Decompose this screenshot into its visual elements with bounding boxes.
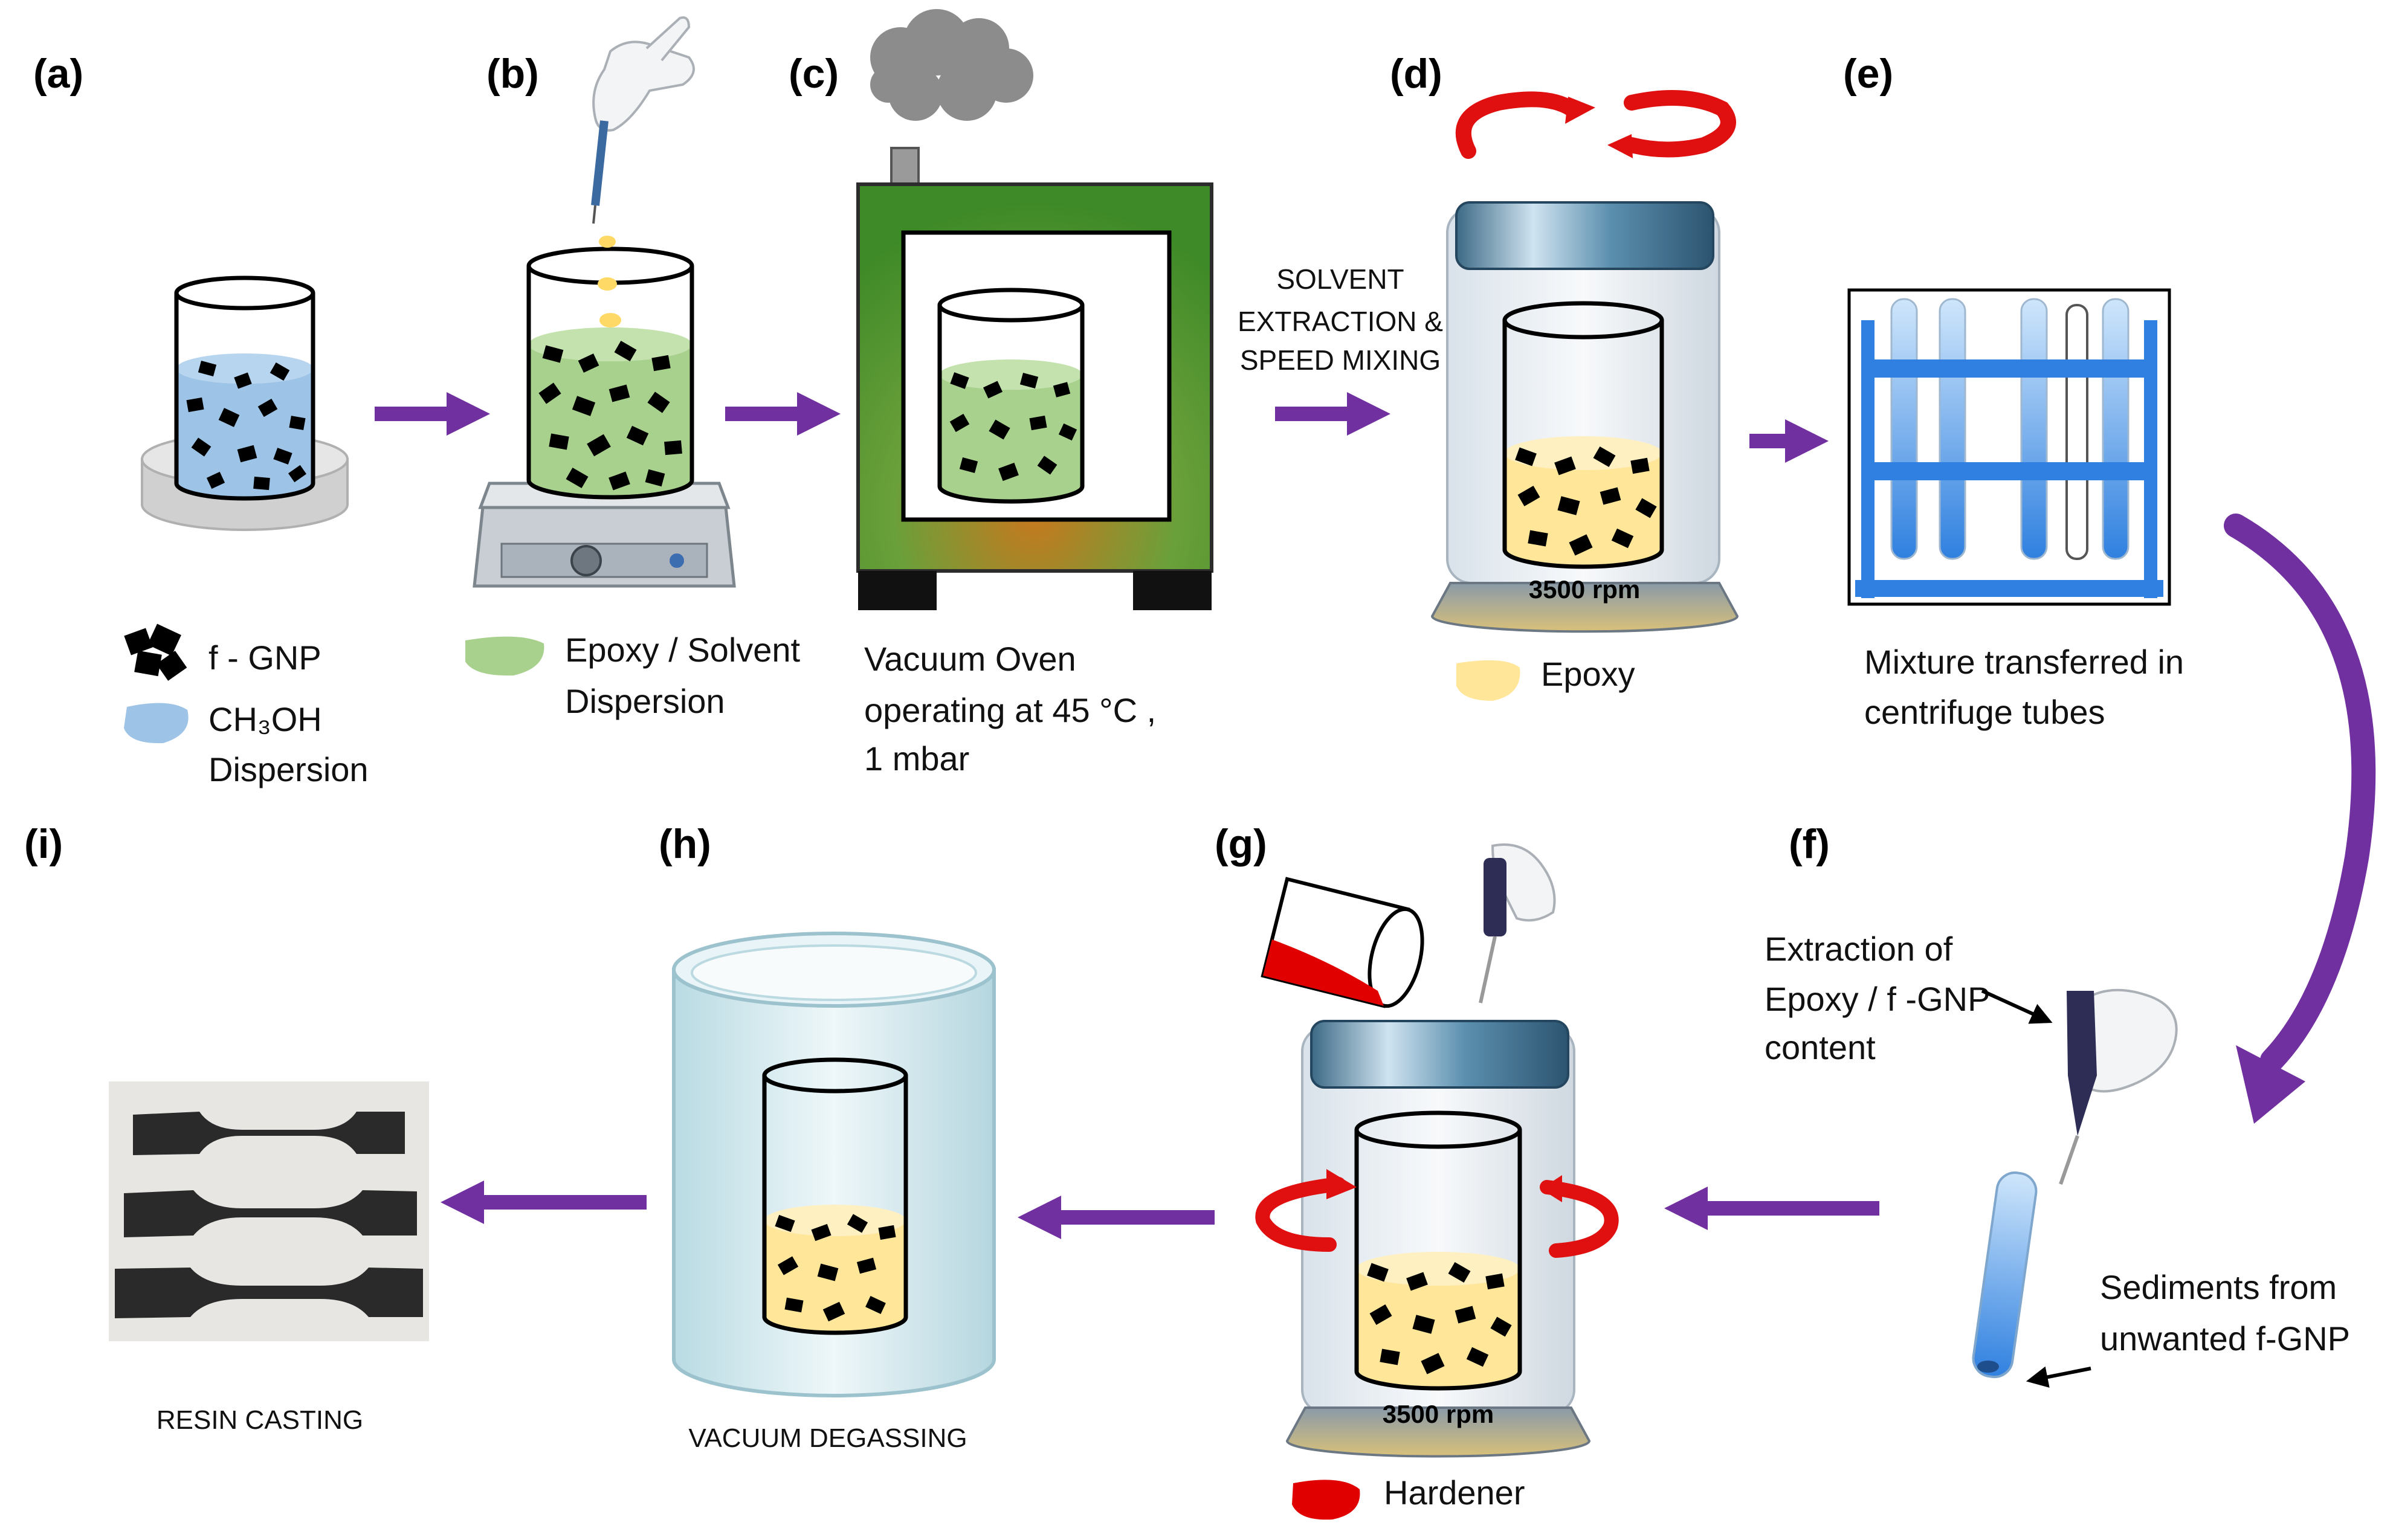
- epoxy-swatch-icon: [1456, 660, 1520, 701]
- sediment-note-line-2: unwanted f-GNP: [2100, 1319, 2350, 1358]
- oven-caption-line-2: operating at 45 °C ,: [864, 691, 1156, 729]
- beaker-epoxy-solvent: [526, 246, 694, 500]
- rotation-arrows-g-icon: [1255, 1177, 1619, 1258]
- vacuum-degassing-chamber: [672, 932, 996, 1397]
- curved-arrow-e-to-f: [2224, 514, 2376, 1124]
- legend-g: Hardener: [1292, 1474, 1525, 1520]
- legend-hardener: Hardener: [1384, 1474, 1525, 1512]
- casting-caption: RESIN CASTING: [157, 1405, 363, 1435]
- oven-caption-line-3: 1 mbar: [864, 739, 969, 778]
- test-tube-f: [1972, 1171, 2038, 1379]
- extraction-pipette: [2059, 988, 2178, 1185]
- legend-dispersion-b: Dispersion: [565, 682, 725, 720]
- hot-plate-knob-icon: [570, 545, 602, 576]
- rack-caption-line-2: centrifuge tubes: [1864, 693, 2105, 731]
- methanol-swatch-icon: [124, 703, 189, 744]
- speed-mixer-g: 3500 rpm: [1255, 1020, 1619, 1458]
- step-f-label: (f): [1789, 821, 1830, 867]
- mixer-speed-d: 3500 rpm: [1529, 575, 1640, 604]
- sediment-note-line-1: Sediments from: [2100, 1268, 2337, 1306]
- f-gnp-swatch-icon: [124, 623, 187, 681]
- pipette-note-line-2: Epoxy / f -GNP: [1765, 980, 1990, 1018]
- step-e-label: (e): [1843, 51, 1893, 97]
- oven-caption: Vacuum Oven operating at 45 °C , 1 mbar: [864, 640, 1156, 778]
- legend-d: Epoxy: [1456, 655, 1635, 701]
- legend-methanol: CH₃OH: [208, 700, 322, 738]
- legend-dispersion-a: Dispersion: [208, 750, 369, 788]
- legend-a: f - GNP CH₃OH Dispersion: [124, 623, 369, 788]
- step-b-label: (b): [486, 51, 539, 97]
- legend-b: Epoxy / Solvent Dispersion: [465, 631, 801, 720]
- glove-syringe-icon: [591, 16, 695, 327]
- pipette-icon: [2067, 991, 2097, 1136]
- vacuum-oven: [856, 9, 1213, 610]
- sediment-note: Sediments from unwanted f-GNP: [2026, 1268, 2350, 1388]
- step-i-label: (i): [24, 821, 63, 867]
- pipette-note-line-3: content: [1765, 1028, 1876, 1066]
- epoxy-solvent-swatch-icon: [465, 636, 544, 676]
- arrow-c-to-d-label: SOLVENT EXTRACTION & SPEED MIXING: [1238, 263, 1443, 376]
- rack-caption-line-1: Mixture transferred in: [1864, 643, 2184, 681]
- step-d-label: (d): [1390, 51, 1442, 97]
- speed-mixer-d: 3500 rpm: [1430, 90, 1739, 633]
- arrow-text-line-1: SOLVENT: [1276, 263, 1404, 295]
- resin-casting-photo: [109, 1081, 429, 1341]
- mixer-speed-g: 3500 rpm: [1383, 1400, 1494, 1428]
- arrow-text-line-3: SPEED MIXING: [1240, 344, 1441, 376]
- hardener-cup: [1261, 877, 1424, 1008]
- pipette-note: Extraction of Epoxy / f -GNP content: [1765, 930, 2053, 1066]
- step-c-label: (c): [789, 51, 839, 97]
- hardener-swatch-icon: [1292, 1480, 1360, 1520]
- degassing-caption: VACUUM DEGASSING: [688, 1423, 967, 1453]
- smoke-cloud-icon: [870, 9, 1033, 121]
- legend-epoxy: Epoxy: [1541, 655, 1635, 693]
- step-g-label: (g): [1215, 821, 1267, 867]
- arrow-text-line-2: EXTRACTION &: [1238, 306, 1443, 337]
- glove-pipette-g-icon: [1479, 843, 1556, 1004]
- oven-caption-line-1: Vacuum Oven: [864, 640, 1076, 678]
- step-a-label: (a): [33, 51, 83, 97]
- rotation-arrows-icon: [1455, 90, 1736, 159]
- legend-f-gnp: f - GNP: [208, 639, 321, 677]
- centrifuge-tube-rack: [1847, 288, 2171, 606]
- rack-caption: Mixture transferred in centrifuge tubes: [1864, 643, 2184, 731]
- legend-epoxy-solvent: Epoxy / Solvent: [565, 631, 801, 669]
- step-h-label: (h): [659, 821, 711, 867]
- beaker-methanol-dispersion: [141, 275, 349, 531]
- pipette-note-line-1: Extraction of: [1765, 930, 1953, 968]
